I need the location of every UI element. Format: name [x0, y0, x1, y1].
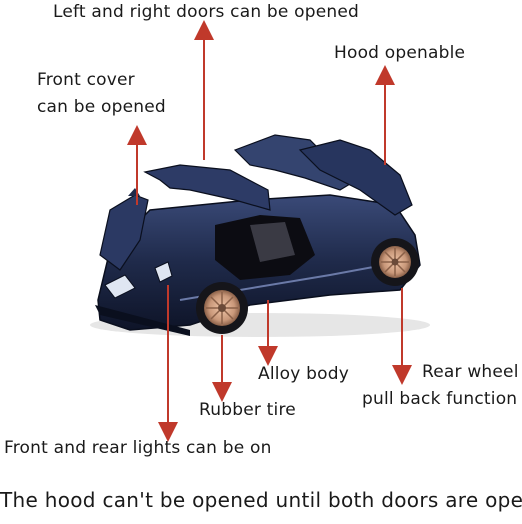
footer-note: The hood can't be opened until both door… — [0, 488, 522, 512]
rear-wheel-callout-line2: pull back function — [362, 389, 518, 409]
alloy-body-callout: Alloy body — [258, 364, 349, 384]
lights-callout: Front and rear lights can be on — [4, 438, 272, 458]
car-image — [90, 134, 430, 337]
callout-arrows — [127, 20, 412, 442]
front-cover-callout-line2: can be opened — [37, 97, 166, 117]
doors-callout: Left and right doors can be opened — [53, 2, 360, 22]
hood-callout: Hood openable — [334, 43, 466, 63]
front-cover-callout-line1: Front cover — [37, 70, 135, 90]
rubber-tire-callout: Rubber tire — [199, 400, 296, 420]
rear-wheel-callout-line1: Rear wheel — [422, 362, 519, 382]
